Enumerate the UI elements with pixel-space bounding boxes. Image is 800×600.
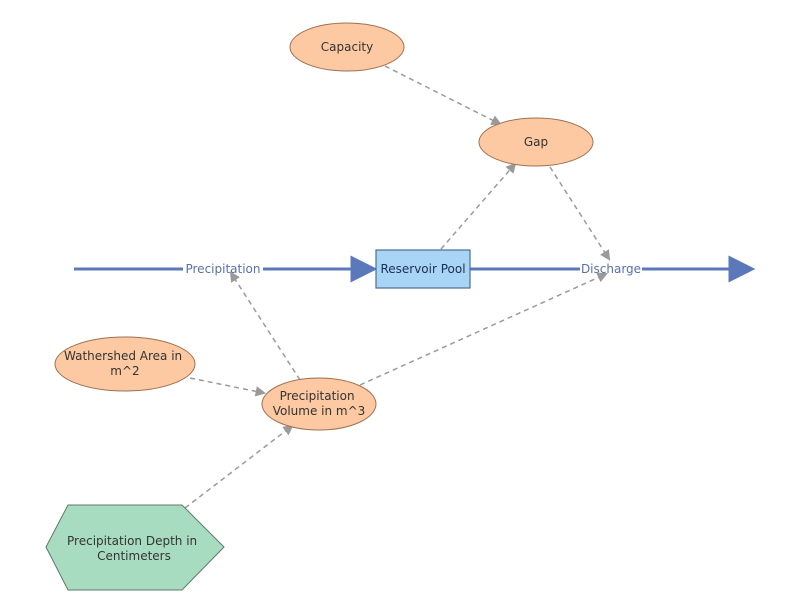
precipitation-volume-label: Precipitation Volume in m^3 (273, 389, 366, 418)
precipitation-flow-label[interactable]: Precipitation (185, 262, 260, 276)
link-watershed-to-volume[interactable] (189, 377, 267, 397)
link-gap-to-discharge[interactable] (549, 166, 611, 261)
precipitation-depth-label: Precipitation Depth in Centimeters (67, 534, 201, 563)
capacity-node[interactable]: Capacity (289, 22, 405, 72)
link-volume-to-discharge[interactable] (359, 272, 608, 386)
precipitation-volume-label-line1: Precipitation (280, 389, 355, 403)
precipitation-depth-label-line2: Centimeters (97, 549, 171, 563)
watershed-area-label-line1: Wathershed Area in (64, 349, 182, 363)
watershed-area-label-line2: m^2 (110, 364, 139, 378)
precipitation-depth-node[interactable]: Precipitation Depth in Centimeters (45, 504, 225, 591)
precipitation-depth-label-line1: Precipitation Depth in (67, 534, 197, 548)
link-volume-to-precipitation[interactable] (229, 271, 301, 381)
reservoir-pool-stock[interactable]: Reservoir Pool (375, 249, 471, 289)
reservoir-pool-label: Reservoir Pool (380, 262, 465, 276)
watershed-area-label: Wathershed Area in m^2 (64, 349, 186, 378)
precipitation-volume-node[interactable]: Precipitation Volume in m^3 (261, 377, 377, 431)
precipitation-volume-label-line2: Volume in m^3 (273, 404, 366, 418)
watershed-area-node[interactable]: Wathershed Area in m^2 (54, 336, 196, 392)
precipitation-flow-label-bg (183, 261, 263, 277)
gap-node[interactable]: Gap (478, 117, 594, 167)
link-arrows (184, 65, 611, 509)
link-reservoir-to-gap[interactable] (440, 162, 517, 250)
link-depth-to-volume[interactable] (184, 424, 294, 509)
capacity-label: Capacity (321, 40, 373, 54)
discharge-flow-label-bg (580, 261, 642, 277)
discharge-flow-label[interactable]: Discharge (581, 262, 641, 276)
gap-label: Gap (524, 135, 548, 149)
link-capacity-to-gap[interactable] (384, 65, 502, 125)
